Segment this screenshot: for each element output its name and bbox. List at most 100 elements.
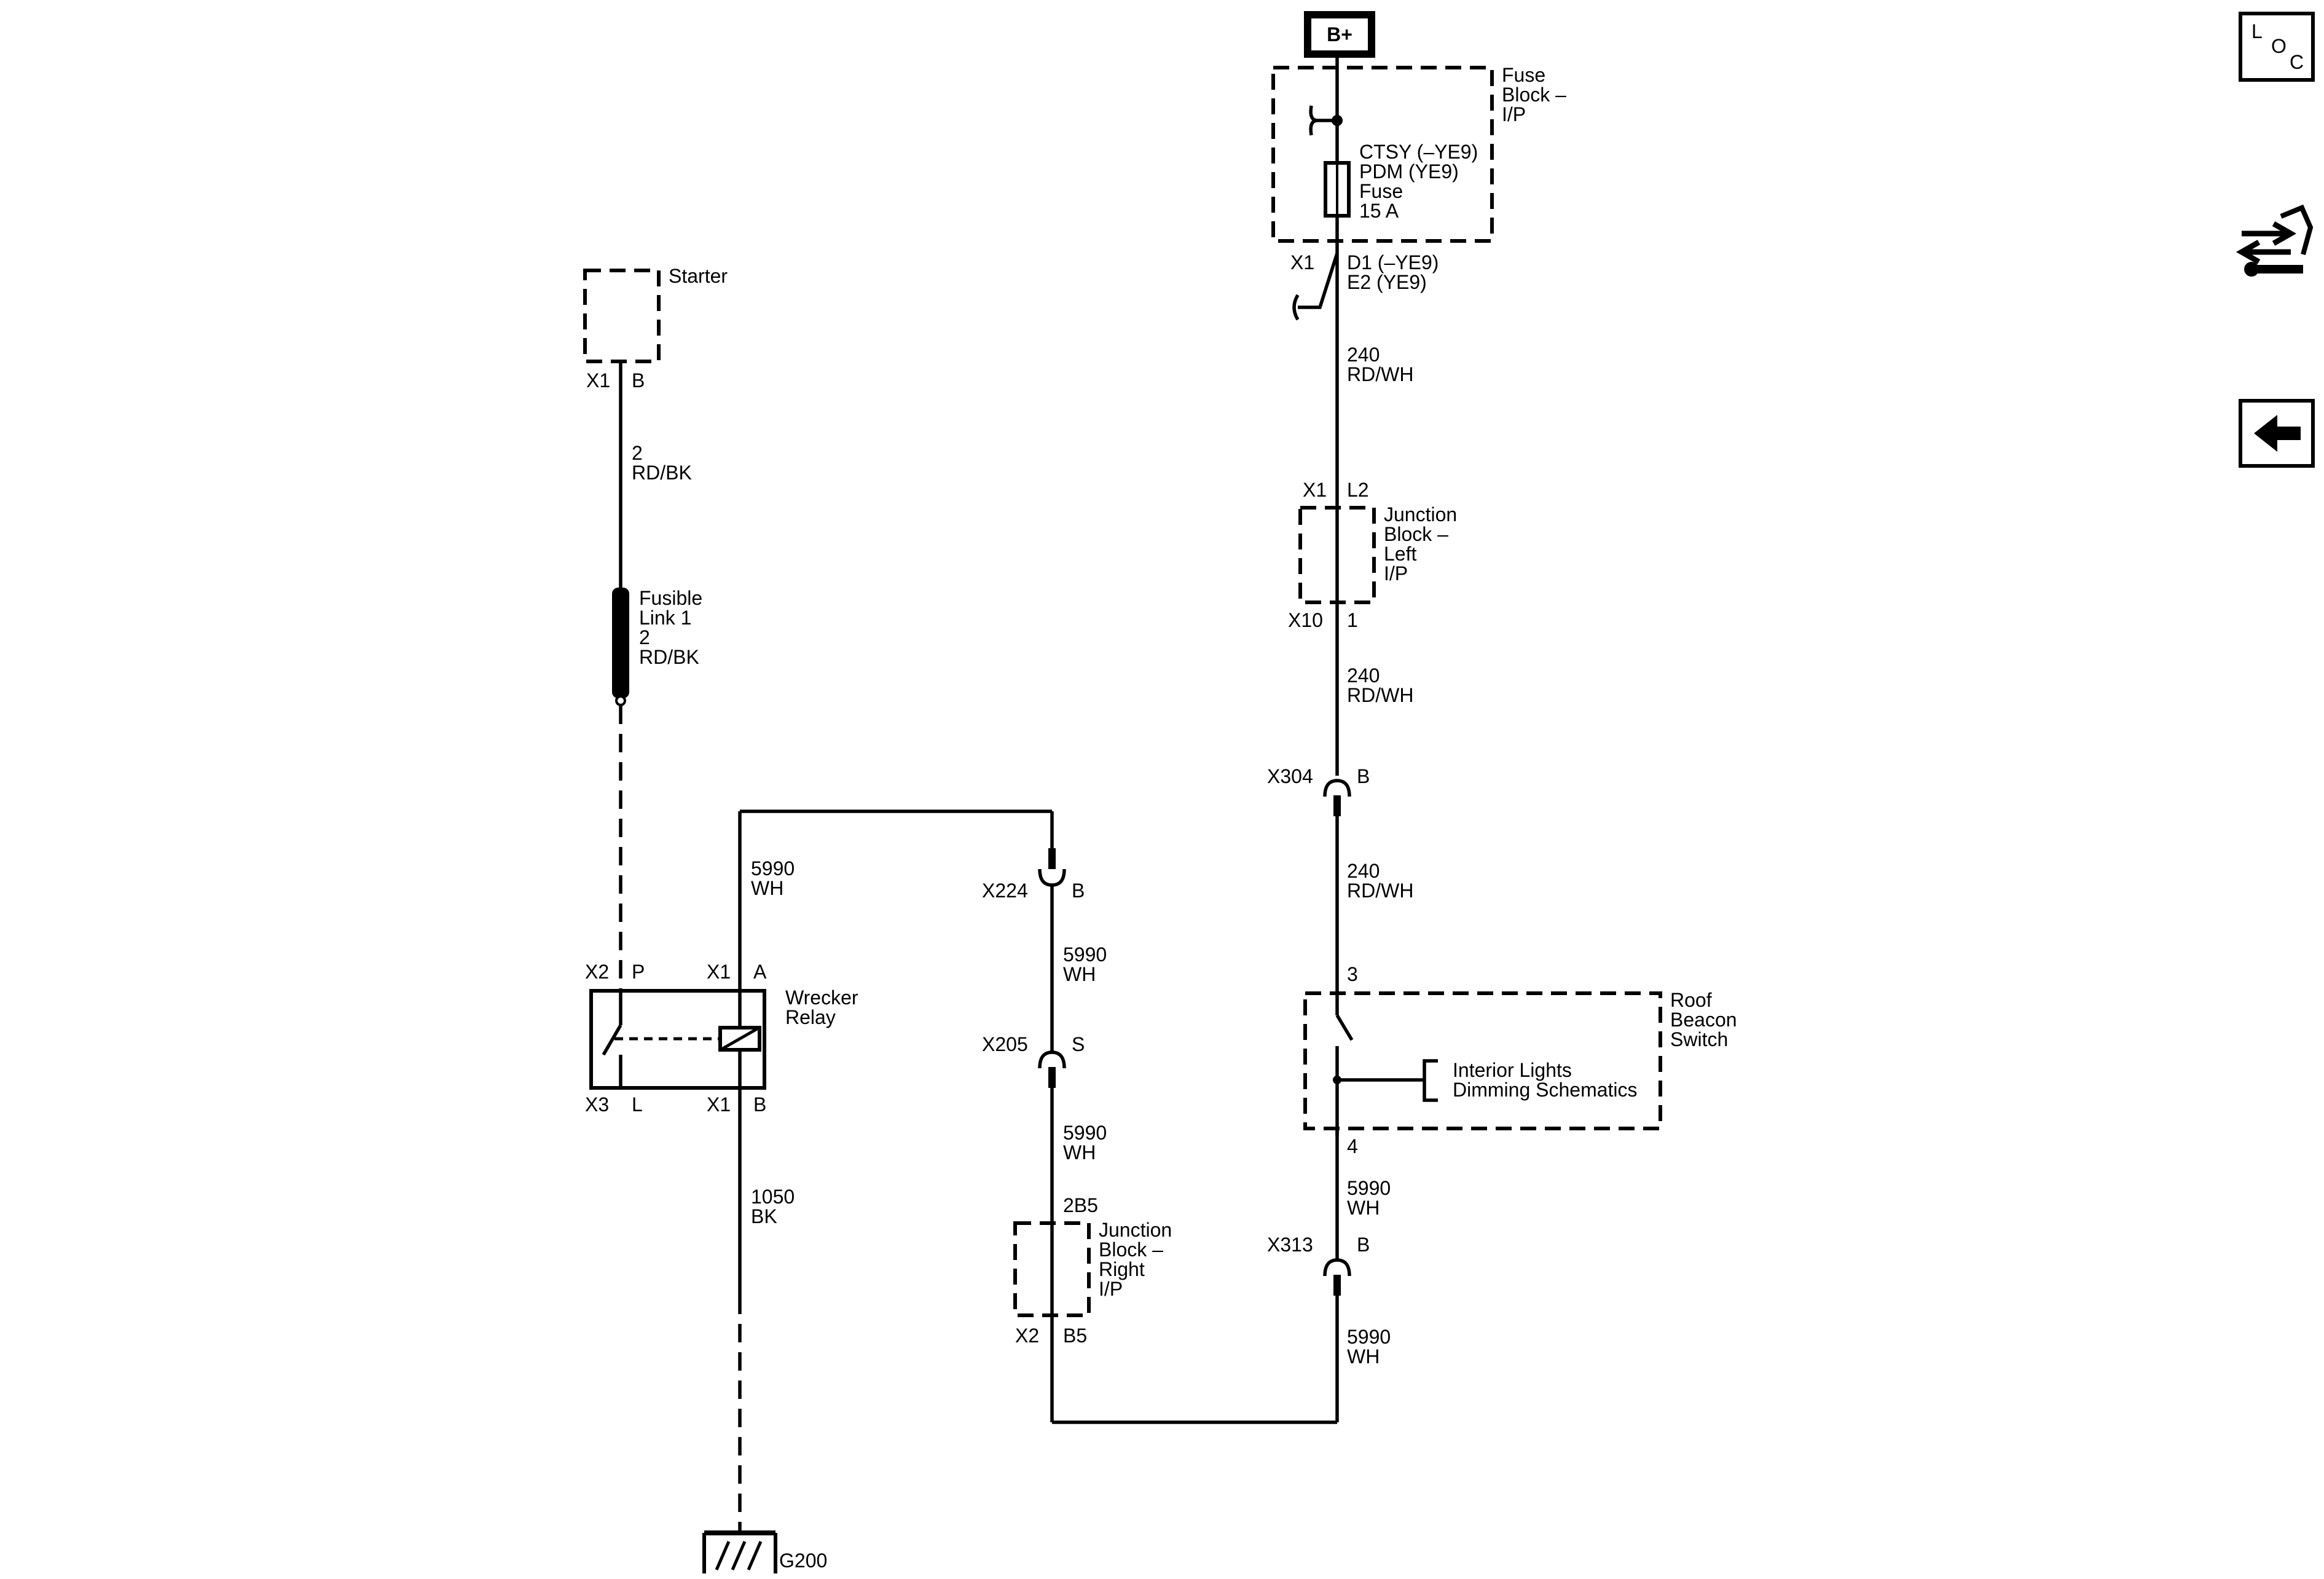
wire-5990-x224-color: WH <box>1063 963 1096 985</box>
beacon-ref-bracket <box>1337 1059 1438 1102</box>
jb-left-outline <box>1298 506 1376 604</box>
wire-5990-x205-color: WH <box>1063 1141 1096 1164</box>
bus-stub-symbol <box>1309 105 1337 136</box>
loc-button[interactable]: L O C <box>2239 12 2315 82</box>
x224-connector-symbol <box>1038 848 1066 887</box>
fusible-link-label-1: Fusible <box>639 587 702 609</box>
jb-right-pin-bottom: B5 <box>1063 1325 1087 1347</box>
relay-pin-p: P <box>632 961 645 983</box>
relay-label-2: Relay <box>785 1006 836 1028</box>
jb-right-outline <box>1013 1221 1091 1317</box>
jb-right-label-1: Junction <box>1099 1219 1172 1241</box>
ground-symbol <box>702 1530 777 1573</box>
fuse-label-4: 15 A <box>1359 200 1399 222</box>
jb-left-pin-top: L2 <box>1347 479 1369 501</box>
x224-pin: B <box>1072 880 1085 902</box>
relay-pin-b: B <box>753 1093 766 1116</box>
wrecker-relay-outline <box>589 989 766 1090</box>
fusible-link-end <box>615 695 626 706</box>
beacon-switch-contact <box>1335 1008 1354 1136</box>
jb-right-label-3: Right <box>1099 1258 1145 1280</box>
beacon-label-1: Roof <box>1670 989 1712 1011</box>
fusible-link-label-2: Link 1 <box>639 607 691 629</box>
starter-outline <box>583 269 661 363</box>
relay-label-1: Wrecker <box>785 986 858 1009</box>
fuse-out-conn: X1 <box>1290 251 1314 274</box>
loc-l: L <box>2251 20 2263 42</box>
beacon-ref-1: Interior Lights <box>1453 1059 1572 1081</box>
power-terminal: B+ <box>1304 11 1375 58</box>
beacon-label-3: Switch <box>1670 1028 1728 1050</box>
relay-conn-p: X2 <box>585 961 609 983</box>
component-tools-icon[interactable] <box>2236 204 2314 277</box>
fuse-block-outline <box>1271 66 1494 243</box>
ground-label: G200 <box>779 1549 827 1572</box>
jb-left-label-3: Left <box>1384 543 1416 565</box>
wire-240-b-circuit: 240 <box>1347 664 1380 687</box>
jb-left-pin-bottom: 1 <box>1347 609 1358 631</box>
x313-conn: X313 <box>1267 1234 1313 1256</box>
back-button[interactable] <box>2239 399 2315 468</box>
wire-5990-x313-circuit: 5990 <box>1347 1326 1391 1348</box>
x205-connector-symbol <box>1038 1050 1066 1088</box>
fuse-out-pin-1: D1 (–YE9) <box>1347 251 1439 274</box>
fuse-block-label-3: I/P <box>1502 103 1526 125</box>
wire-1050-circuit: 1050 <box>751 1186 795 1208</box>
wire-5990-sw-color: WH <box>1347 1197 1380 1219</box>
fuse-block-label-2: Block – <box>1502 84 1566 106</box>
loc-c: C <box>2290 51 2304 73</box>
fuse-block-label-1: Fuse <box>1502 64 1545 86</box>
jb-right-conn-bottom: X2 <box>1015 1325 1039 1347</box>
x313-pin: B <box>1357 1234 1370 1256</box>
beacon-switch-outline <box>1303 991 1662 1130</box>
jb-left-label-4: I/P <box>1384 562 1408 585</box>
fuse-label-2: PDM (YE9) <box>1359 160 1459 183</box>
beacon-ref-2: Dimming Schematics <box>1453 1079 1638 1101</box>
fuse-label-1: CTSY (–YE9) <box>1359 141 1478 163</box>
fusible-link-symbol <box>612 588 629 698</box>
wire-1050-color: BK <box>751 1205 777 1227</box>
wire-5990-x224-circuit: 5990 <box>1063 943 1107 966</box>
relay-coil-symbol <box>718 1026 761 1052</box>
starter-label: Starter <box>669 265 728 287</box>
beacon-label-2: Beacon <box>1670 1009 1737 1031</box>
relay-pin-a: A <box>753 961 767 983</box>
jb-right-label-4: I/P <box>1099 1278 1123 1300</box>
power-label: B+ <box>1327 23 1352 45</box>
wire-5990-relay-color: WH <box>751 877 783 899</box>
relay-conn-l: X3 <box>585 1093 609 1116</box>
jb-left-conn-bottom: X10 <box>1288 609 1323 631</box>
starter-conn: X1 <box>586 369 610 392</box>
beacon-pin-top: 3 <box>1347 963 1358 985</box>
jb-right-pin-top: 2B5 <box>1063 1194 1098 1216</box>
fusible-link-label-4: RD/BK <box>639 646 699 668</box>
relay-pin-l: L <box>632 1093 643 1116</box>
fuse-label-3: Fuse <box>1359 180 1403 202</box>
wire-240-c-circuit: 240 <box>1347 860 1380 882</box>
relay-conn-b: X1 <box>707 1093 731 1116</box>
back-arrow-icon <box>2254 415 2301 452</box>
wire-5990-sw-circuit: 5990 <box>1347 1177 1391 1199</box>
wire-2-color: RD/BK <box>632 462 692 484</box>
x304-conn: X304 <box>1267 765 1313 787</box>
wire-5990-x313-color: WH <box>1347 1345 1380 1368</box>
wire-5990-relay-circuit: 5990 <box>751 857 795 880</box>
jb-left-label-2: Block – <box>1384 523 1448 545</box>
wire-240-b-color: RD/WH <box>1347 684 1413 706</box>
relay-switch-contact <box>602 991 622 1088</box>
x1-d1-connector-symbol <box>1292 253 1339 321</box>
x224-conn: X224 <box>982 880 1028 902</box>
relay-conn-a: X1 <box>707 961 731 983</box>
fuse-symbol <box>1324 161 1351 218</box>
starter-pin: B <box>632 369 645 392</box>
fuse-out-pin-2: E2 (YE9) <box>1347 271 1427 293</box>
fusible-link-label-3: 2 <box>639 626 650 648</box>
x205-pin: S <box>1072 1033 1085 1055</box>
wire-240-c-color: RD/WH <box>1347 880 1413 902</box>
wire-240-a-circuit: 240 <box>1347 344 1380 366</box>
jb-left-label-1: Junction <box>1384 503 1457 526</box>
x313-connector-symbol <box>1323 1258 1351 1296</box>
wire-5990-x205-circuit: 5990 <box>1063 1122 1107 1144</box>
x205-conn: X205 <box>982 1033 1028 1055</box>
